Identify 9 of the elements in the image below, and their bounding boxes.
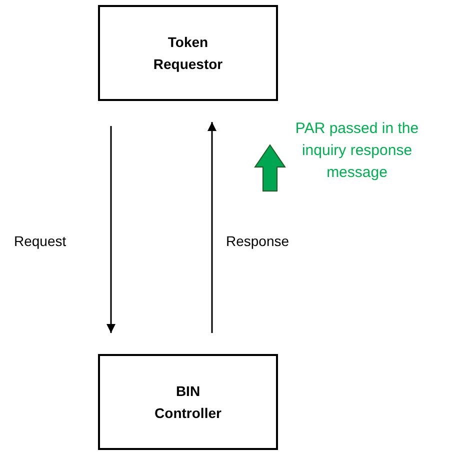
process-box xyxy=(98,5,278,101)
note: PAR passed in the inquiry response message xyxy=(294,119,420,183)
box-label: BIN Controller xyxy=(154,382,222,423)
edge-label: Response xyxy=(226,233,290,249)
box-label: Token Requestor xyxy=(152,33,224,74)
process-box xyxy=(98,354,278,450)
arrow xyxy=(208,122,216,333)
edge-label: Request xyxy=(14,233,66,249)
arrow xyxy=(106,126,116,333)
